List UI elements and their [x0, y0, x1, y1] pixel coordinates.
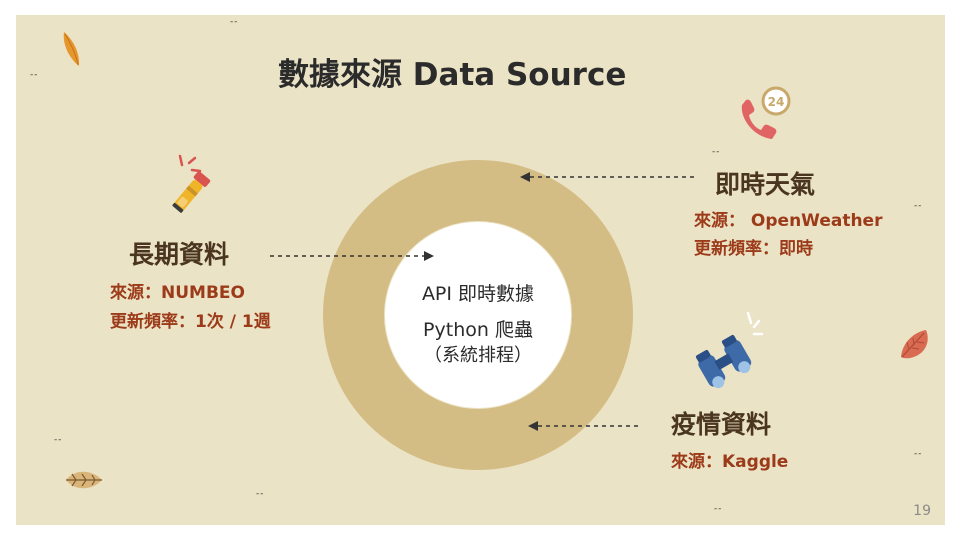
slide: - - - - - - - - - - - - - - - - 數據來源 Dat… — [16, 15, 945, 525]
weather-frequency: 更新頻率：即時 — [694, 239, 813, 259]
decor-speck: - - — [714, 504, 721, 514]
long-term-heading: 長期資料 — [129, 240, 230, 269]
leaf-icon — [901, 330, 928, 359]
decor-speck: - - — [30, 70, 37, 80]
weather-source: 來源： OpenWeather — [694, 211, 883, 231]
decor-speck: - - — [54, 435, 61, 445]
epidemic-heading: 疫情資料 — [671, 410, 772, 439]
decor-speck: - - — [712, 147, 719, 157]
page-number: 19 — [913, 503, 931, 519]
long-term-source: 來源：NUMBEO — [110, 283, 245, 303]
center-api-label: API 即時數據 — [421, 283, 535, 305]
phone-24h-icon: 24 — [741, 86, 791, 139]
leaf-icon — [63, 32, 80, 66]
flashlight-icon — [172, 154, 211, 213]
leaf-icon — [66, 471, 102, 489]
long-term-arrow — [270, 251, 434, 261]
binoculars-icon — [695, 311, 764, 389]
weather-heading: 即時天氣 — [715, 170, 816, 199]
decor-speck: - - — [230, 17, 237, 27]
center-schedule-label: （系統排程） — [424, 345, 532, 366]
epidemic-arrow — [528, 421, 642, 431]
slide-title: 數據來源 Data Source — [278, 57, 627, 93]
long-term-frequency: 更新頻率：1次 / 1週 — [110, 312, 271, 332]
decor-speck: - - — [914, 449, 921, 459]
center-disc — [385, 222, 571, 408]
center-python-label: Python 爬蟲 — [423, 319, 533, 341]
epidemic-source: 來源：Kaggle — [671, 452, 789, 472]
decor-speck: - - — [914, 201, 921, 211]
svg-text:24: 24 — [768, 95, 785, 109]
decor-speck: - - — [256, 489, 263, 499]
weather-arrow — [520, 172, 696, 182]
